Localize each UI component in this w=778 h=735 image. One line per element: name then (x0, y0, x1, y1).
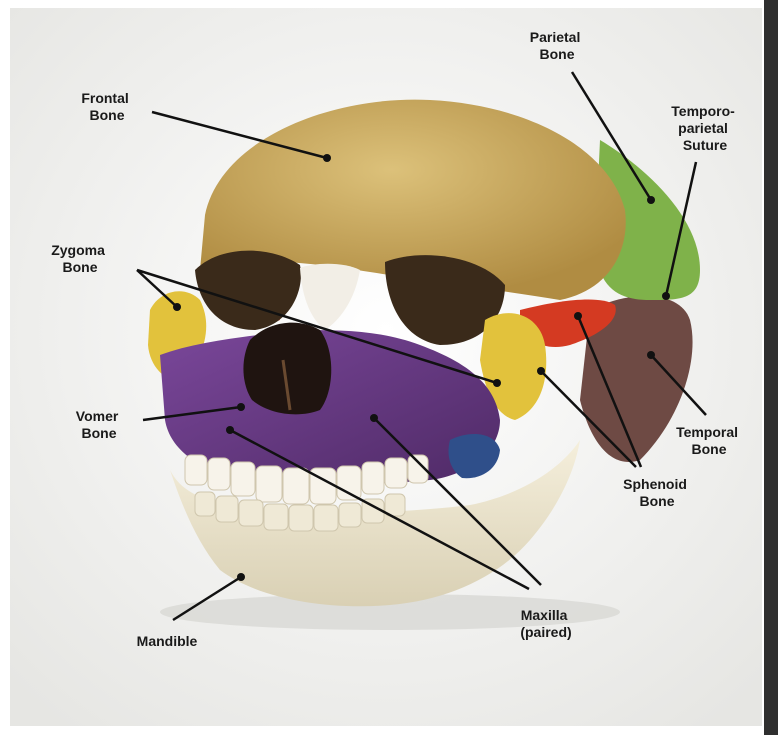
right-frame-bar (764, 0, 778, 735)
label-vomer-bone: Vomer Bone (76, 408, 122, 441)
label-maxilla: Maxilla (paired) (520, 607, 571, 640)
label-mandible: Mandible (137, 633, 198, 649)
